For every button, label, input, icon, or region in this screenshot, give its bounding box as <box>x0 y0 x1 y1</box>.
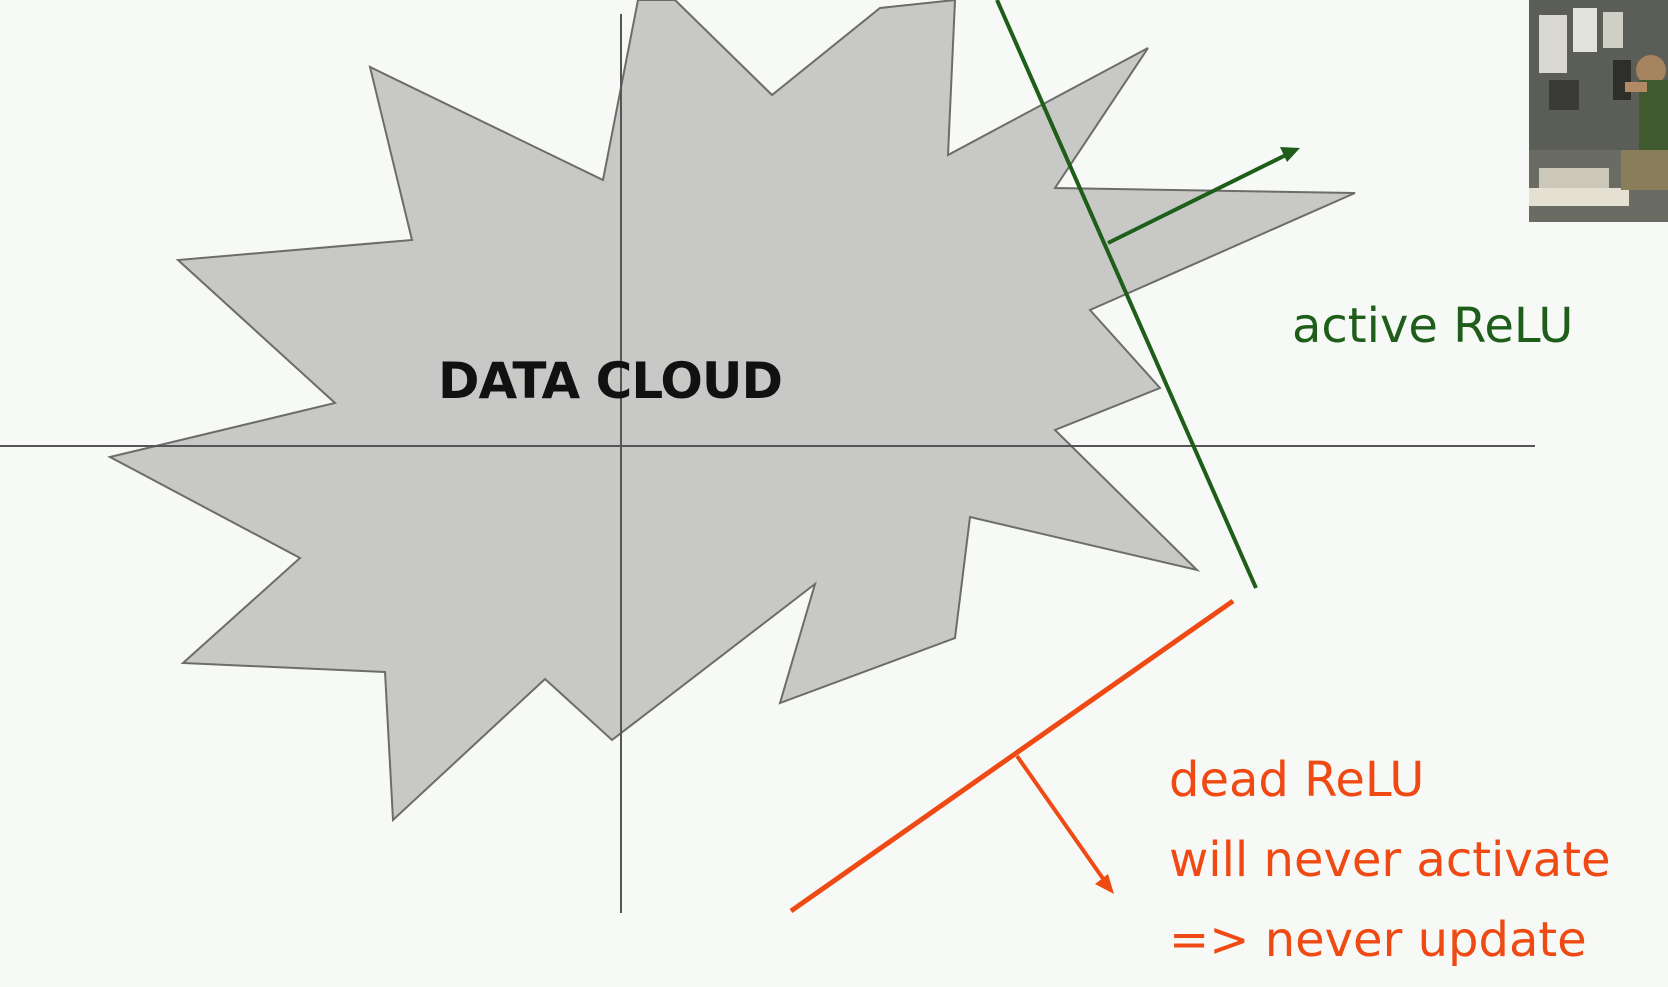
dead-relu-line-2: will never activate <box>1169 832 1611 888</box>
presenter-webcam <box>1529 0 1668 222</box>
dead-relu-line-3: => never update <box>1169 912 1587 968</box>
dead-relu-boundary <box>789 598 1235 914</box>
dead-relu-line-1: dead ReLU <box>1169 752 1425 808</box>
active-relu-boundary <box>995 0 1258 589</box>
dead-relu-normal-arrow <box>1015 754 1106 882</box>
data-cloud-shape <box>107 0 1356 823</box>
dead-relu-annotation: dead ReLU will never activate => never u… <box>1169 740 1611 980</box>
data-cloud-label: DATA CLOUD <box>438 352 783 410</box>
active-relu-label: active ReLU <box>1292 298 1574 354</box>
dead-arrow-head-icon <box>1095 874 1114 894</box>
active-relu-normal-arrow <box>1107 153 1287 245</box>
webcam-scene-icon <box>1529 0 1668 222</box>
active-arrow-head-icon <box>1280 147 1300 162</box>
